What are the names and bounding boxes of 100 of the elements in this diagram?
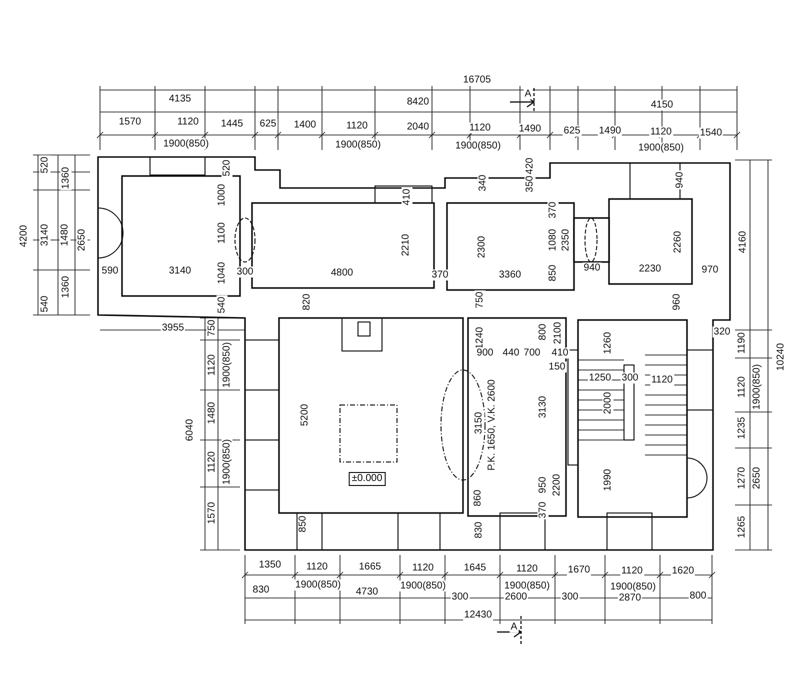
dimension-label: 750	[206, 318, 218, 338]
dimension-label: 800	[538, 322, 548, 342]
dimension-label: 860	[472, 488, 484, 508]
dimension-label: 1000	[216, 182, 228, 208]
dimension-label: 1900(850)	[294, 580, 342, 590]
dimension-label: 1120	[649, 126, 673, 138]
dimension-label: 800	[688, 590, 708, 602]
dimension-label: 4135	[168, 94, 192, 104]
dimension-label: 2600	[504, 592, 528, 602]
dimension-label: 3140	[168, 266, 192, 276]
note: P.K. 1650, V.K. 2600	[486, 378, 498, 472]
dimension-label: 2100	[552, 320, 564, 346]
dimension-label: 5200	[300, 402, 310, 428]
dimension-label: 970	[700, 264, 720, 276]
dimension-label: 940	[674, 170, 686, 190]
dimension-label: 1670	[566, 564, 592, 576]
dimension-label: 1190	[736, 331, 748, 355]
dimension-label: 1100	[216, 221, 228, 245]
dimension-label: 2000	[602, 390, 614, 416]
dimension-label: 1120	[736, 375, 748, 399]
dimension-label: 1900(850)	[162, 138, 210, 150]
dimension-label: 1360	[60, 166, 72, 190]
dimension-label: 1270	[736, 466, 748, 490]
dimension-label: 4730	[354, 586, 380, 598]
dimension-label: 1900(850)	[752, 363, 762, 411]
dimension-label: 1645	[462, 562, 488, 574]
dimension-label: 1900(850)	[503, 580, 551, 592]
dimension-label: 2300	[476, 234, 488, 260]
dimension-label: 950	[538, 476, 548, 494]
dimension-label: 1120	[206, 353, 218, 377]
dimension-label: 420	[524, 156, 536, 176]
dimension-label: 1990	[602, 468, 614, 492]
dimension-label: 12430	[463, 610, 493, 620]
dimension-label: 2350	[560, 228, 572, 252]
dimension-label: 1900(850)	[637, 142, 685, 154]
dimension-label: 440	[502, 348, 520, 358]
dimension-label: 520	[222, 158, 232, 178]
dimension-label: 1080	[548, 228, 558, 252]
dimension-label: 8420	[406, 96, 430, 108]
dimension-label: 1900(850)	[399, 580, 447, 592]
dimension-label: 1120	[515, 564, 539, 574]
dimension-label: 540	[40, 294, 50, 314]
dimension-label: 410	[550, 348, 570, 358]
dimension-label: 6040	[184, 418, 196, 442]
dimension-label: 2040	[406, 122, 430, 132]
dimension-label: 1620	[670, 566, 696, 576]
dimension-label: 1480	[206, 400, 218, 426]
dimension-label: 625	[562, 126, 582, 136]
dimension-label: 2200	[552, 472, 562, 498]
dimension-label: 960	[672, 292, 682, 312]
dimension-label: 1480	[60, 222, 70, 248]
dimension-label: 1120	[411, 562, 435, 574]
dimension-label: 850	[548, 264, 558, 282]
dimension-label: 10240	[776, 342, 786, 372]
dimension-label: 370	[430, 270, 450, 280]
dimension-label: 1120	[620, 566, 644, 576]
dimension-label: 820	[302, 292, 312, 312]
elevation-mark: ±0.000	[348, 472, 386, 486]
dimension-label: 4150	[650, 100, 674, 110]
dimension-label: 1040	[216, 260, 228, 286]
dimension-label: 1900(850)	[222, 341, 232, 389]
dimension-label: 1120	[345, 120, 369, 132]
dimension-label: 1260	[602, 330, 614, 356]
dimension-label: 4800	[330, 268, 354, 278]
dimension-label: 370	[538, 500, 548, 520]
dimension-label: 1265	[736, 514, 748, 540]
dimension-label: 1900(850)	[609, 582, 657, 592]
dimension-label: 3955	[160, 322, 186, 334]
dimension-label: 300	[450, 592, 470, 602]
dimension-label: 940	[582, 262, 602, 274]
section-label: A	[524, 88, 532, 100]
dimension-label: 1250	[588, 372, 612, 384]
dimension-label: 1350	[258, 560, 282, 570]
dimension-label: 1900(850)	[222, 438, 232, 486]
dimension-label: 300	[620, 372, 640, 384]
dimension-label: 2210	[400, 232, 412, 258]
dimension-label: 1120	[305, 562, 329, 572]
dimension-label: 850	[298, 514, 308, 534]
dimension-label: 1360	[60, 274, 72, 300]
dimension-label: 1540	[698, 128, 724, 138]
dimension-label: 3140	[40, 222, 50, 248]
dimension-label: 150	[548, 362, 566, 372]
dimension-label: 1400	[292, 120, 318, 130]
dimension-label: 1445	[220, 118, 244, 130]
dimension-label: 1120	[206, 450, 218, 474]
dimension-label: 4200	[18, 224, 30, 248]
dimension-label: 410	[402, 188, 412, 206]
dimension-label: 3150	[474, 410, 484, 436]
dimension-label: 540	[216, 296, 228, 314]
dimension-label: 1490	[518, 124, 542, 134]
dimension-label: 1120	[650, 374, 674, 386]
dimension-label: 2870	[618, 592, 642, 604]
dimension-label: 2260	[672, 230, 684, 254]
dimension-label: 750	[474, 290, 486, 310]
dimension-label: 700	[522, 348, 542, 358]
dimension-label: 1120	[468, 122, 492, 134]
dimension-label: 625	[258, 118, 278, 130]
dimension-label: 16705	[462, 74, 492, 86]
dimension-label: 1900(850)	[454, 140, 502, 152]
dimension-label: 1235	[736, 416, 748, 440]
